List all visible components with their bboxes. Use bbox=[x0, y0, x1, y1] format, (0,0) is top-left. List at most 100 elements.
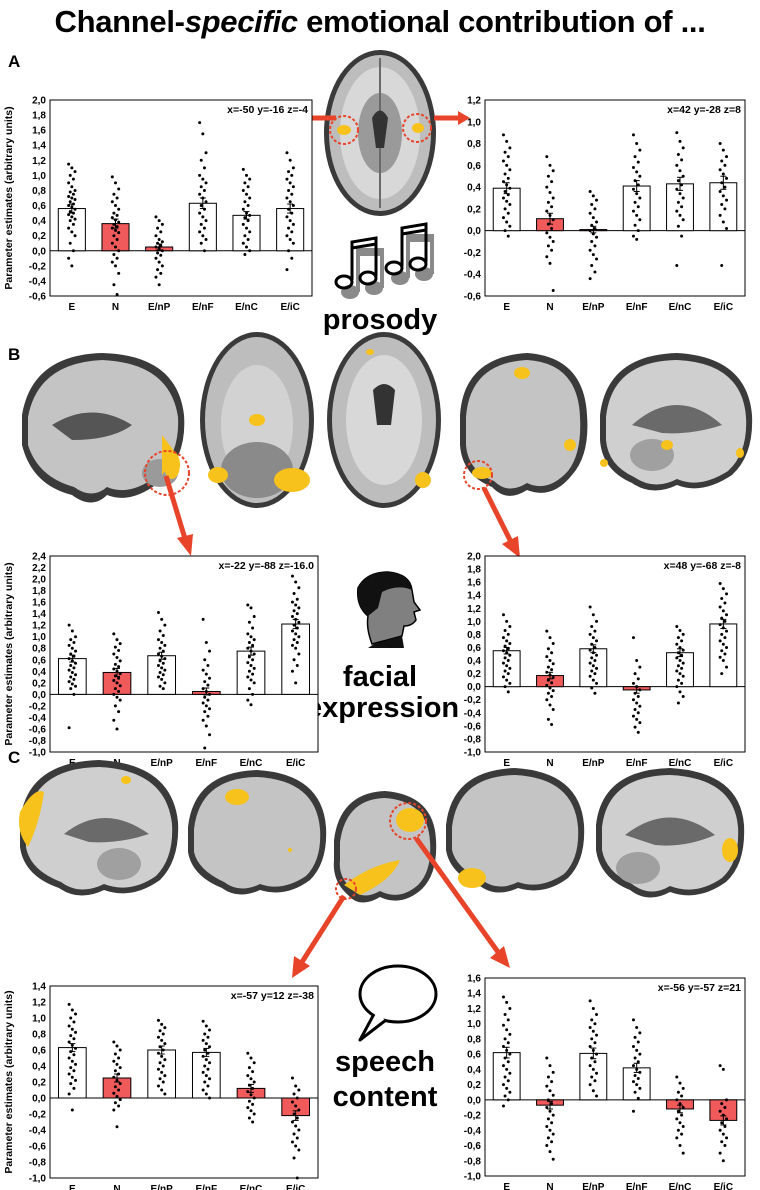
data-point bbox=[198, 211, 202, 215]
data-point bbox=[287, 226, 291, 230]
data-point bbox=[112, 1108, 116, 1112]
x-tick-label: E/nP bbox=[582, 1182, 605, 1190]
data-point bbox=[548, 261, 552, 265]
plot-frame bbox=[484, 555, 746, 753]
data-point bbox=[67, 256, 71, 260]
data-point bbox=[506, 1060, 510, 1064]
data-point bbox=[545, 209, 549, 213]
data-point bbox=[161, 673, 165, 677]
y-tick-label: 1,0 bbox=[32, 1014, 46, 1025]
y-tick-label: 1,0 bbox=[467, 1019, 481, 1030]
data-point bbox=[154, 275, 158, 279]
data-point bbox=[158, 1077, 162, 1081]
data-point bbox=[163, 1092, 167, 1096]
data-point bbox=[550, 651, 554, 655]
data-point bbox=[249, 1056, 253, 1060]
data-point bbox=[203, 680, 207, 684]
data-point bbox=[295, 1116, 299, 1120]
data-point bbox=[292, 1112, 296, 1116]
data-point bbox=[208, 676, 212, 680]
data-point bbox=[725, 155, 729, 159]
data-point bbox=[204, 181, 208, 185]
data-point bbox=[115, 727, 119, 731]
data-point bbox=[112, 1091, 116, 1095]
data-point bbox=[206, 698, 210, 702]
data-point bbox=[506, 659, 510, 663]
data-point bbox=[595, 257, 599, 261]
data-point bbox=[287, 170, 291, 174]
data-point bbox=[545, 1056, 549, 1060]
data-point bbox=[718, 605, 722, 609]
data-point bbox=[157, 247, 161, 251]
data-point bbox=[202, 188, 206, 192]
data-point bbox=[154, 215, 158, 219]
data-point bbox=[112, 692, 116, 696]
data-point bbox=[546, 665, 550, 669]
data-point bbox=[161, 1032, 165, 1036]
data-point bbox=[67, 1024, 71, 1028]
y-axis-label: Parameter estimates (arbitrary units) bbox=[3, 562, 15, 745]
data-point bbox=[158, 1029, 162, 1033]
data-point bbox=[548, 703, 552, 707]
data-point bbox=[591, 194, 595, 198]
data-point bbox=[285, 196, 289, 200]
y-tick-label: 0,8 bbox=[467, 139, 481, 150]
x-tick-label: E bbox=[68, 302, 75, 313]
arrow-c-left bbox=[292, 894, 347, 978]
y-tick-label: 1,4 bbox=[32, 982, 46, 993]
data-point bbox=[723, 207, 727, 211]
data-point bbox=[676, 1109, 680, 1113]
data-point bbox=[631, 187, 635, 191]
plot-frame bbox=[49, 555, 319, 753]
bar bbox=[666, 652, 694, 688]
y-tick-label: 0,6 bbox=[467, 643, 481, 654]
data-point bbox=[638, 196, 642, 200]
data-point bbox=[70, 1108, 74, 1112]
data-point bbox=[675, 669, 679, 673]
data-point bbox=[720, 649, 724, 653]
data-point bbox=[246, 1051, 250, 1055]
data-point bbox=[290, 574, 294, 578]
data-point bbox=[588, 211, 592, 215]
data-point bbox=[501, 675, 505, 679]
y-tick-label: 0,2 bbox=[467, 1080, 481, 1091]
data-point bbox=[718, 142, 722, 146]
plot-frame bbox=[484, 977, 746, 1177]
data-point bbox=[723, 1144, 727, 1148]
data-point bbox=[508, 186, 512, 190]
bar bbox=[57, 1047, 87, 1099]
data-point bbox=[118, 1082, 122, 1086]
data-point bbox=[114, 218, 117, 222]
data-point bbox=[247, 1066, 251, 1070]
data-point bbox=[638, 688, 642, 692]
data-point bbox=[546, 1117, 550, 1121]
data-point bbox=[676, 224, 680, 228]
data-point bbox=[69, 638, 73, 642]
data-point bbox=[291, 241, 295, 245]
label-facial: facial bbox=[342, 661, 418, 693]
data-point bbox=[548, 659, 552, 663]
x-tick-label: E/nF bbox=[626, 1182, 648, 1190]
data-point bbox=[545, 231, 549, 235]
y-tick-label: 0,2 bbox=[32, 231, 46, 242]
data-point bbox=[118, 684, 122, 688]
plot-frame bbox=[49, 99, 313, 297]
data-point bbox=[590, 264, 594, 268]
data-point bbox=[117, 1056, 121, 1060]
data-point bbox=[506, 1018, 510, 1022]
data-point bbox=[70, 1043, 74, 1047]
face-profile-icon bbox=[352, 568, 432, 648]
data-point bbox=[508, 1032, 512, 1036]
data-point bbox=[718, 168, 722, 172]
data-point bbox=[294, 617, 298, 621]
data-point bbox=[678, 1081, 682, 1085]
data-point bbox=[676, 1090, 680, 1094]
data-point bbox=[721, 626, 725, 630]
data-point bbox=[506, 155, 510, 159]
data-point bbox=[241, 188, 245, 192]
data-point bbox=[247, 687, 251, 691]
data-point bbox=[295, 640, 299, 644]
data-point bbox=[198, 121, 202, 125]
data-point bbox=[206, 1035, 210, 1039]
data-point bbox=[506, 647, 510, 651]
